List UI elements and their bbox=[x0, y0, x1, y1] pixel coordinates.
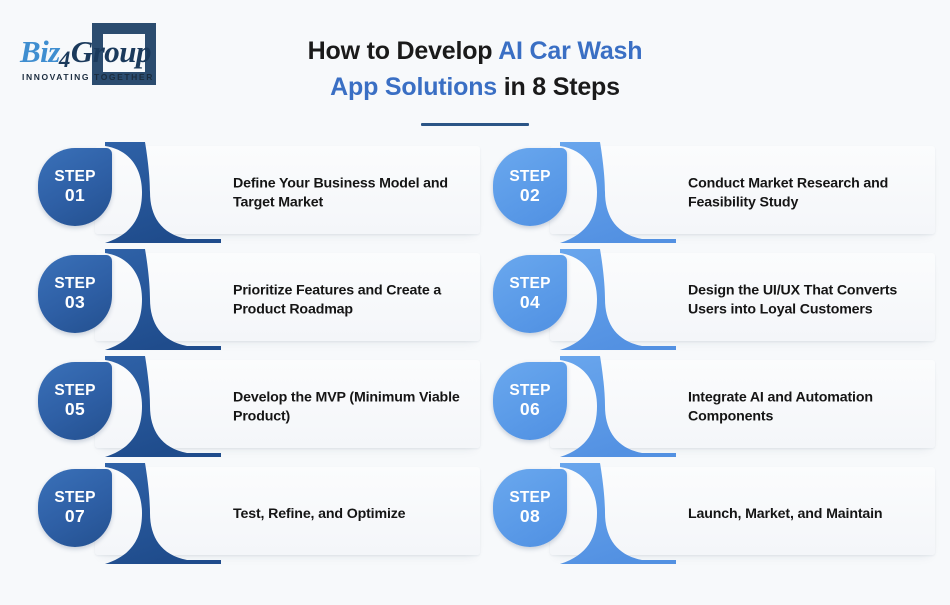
step-number: 01 bbox=[64, 185, 86, 206]
logo-word-group: Group bbox=[70, 34, 152, 69]
step-card-surface bbox=[550, 253, 935, 341]
step-card-surface bbox=[95, 360, 480, 448]
step-card-surface bbox=[550, 360, 935, 448]
title-highlight-first: AI Car Wash bbox=[498, 37, 643, 65]
step-number: 04 bbox=[519, 292, 541, 313]
step-description: Prioritize Features and Create a Product… bbox=[233, 281, 442, 318]
step-swoosh-decoration bbox=[556, 463, 676, 564]
step-description: Develop the MVP (Minimum Viable Product) bbox=[233, 388, 460, 425]
step-number: 06 bbox=[519, 399, 541, 420]
step-card-surface bbox=[550, 146, 935, 234]
step-swoosh-decoration bbox=[556, 142, 676, 243]
step-label: STEP bbox=[509, 382, 551, 399]
step-swoosh-decoration bbox=[556, 249, 676, 350]
title-lead: How to Develop bbox=[307, 37, 499, 65]
title-highlight-second: App Solutions bbox=[330, 72, 497, 101]
brand-logo: Biz4Group INNOVATING TOGETHER bbox=[20, 18, 180, 96]
step-label: STEP bbox=[54, 168, 96, 185]
step-swoosh-decoration bbox=[101, 249, 221, 350]
step-label: STEP bbox=[54, 382, 96, 399]
title-underline-accent bbox=[421, 123, 529, 126]
step-label: STEP bbox=[54, 489, 96, 506]
step-number: 03 bbox=[64, 292, 86, 313]
step-card-surface bbox=[95, 467, 480, 555]
step-description: Launch, Market, and Maintain bbox=[688, 505, 883, 522]
step-card-surface bbox=[95, 253, 480, 341]
step-swoosh-decoration bbox=[101, 356, 221, 457]
step-swoosh-decoration bbox=[101, 142, 221, 243]
title-tail: in 8 Steps bbox=[496, 72, 620, 101]
logo-word-biz: Biz bbox=[20, 34, 60, 69]
step-description: Design the UI/UX That Converts Users int… bbox=[688, 281, 898, 318]
step-description: Define Your Business Model and Target Ma… bbox=[233, 174, 448, 211]
logo-tagline: INNOVATING TOGETHER bbox=[22, 72, 154, 82]
step-label: STEP bbox=[509, 489, 551, 506]
step-number: 05 bbox=[64, 399, 86, 420]
logo-mark-notch bbox=[103, 34, 145, 72]
step-card-surface bbox=[550, 467, 935, 555]
step-swoosh-decoration bbox=[101, 463, 221, 564]
step-label: STEP bbox=[54, 275, 96, 292]
step-description: Test, Refine, and Optimize bbox=[233, 505, 406, 522]
step-number: 02 bbox=[519, 185, 541, 206]
step-number: 07 bbox=[64, 506, 86, 527]
infographic-header: Biz4Group INNOVATING TOGETHER How to Dev… bbox=[0, 0, 950, 132]
step-swoosh-decoration bbox=[556, 356, 676, 457]
step-card-surface bbox=[95, 146, 480, 234]
step-description: Conduct Market Research and Feasibility … bbox=[688, 174, 889, 211]
step-description: Integrate AI and Automation Components bbox=[688, 388, 873, 425]
step-label: STEP bbox=[509, 275, 551, 292]
logo-wordmark: Biz4Group bbox=[20, 34, 152, 72]
logo-word-four: 4 bbox=[58, 47, 71, 72]
step-number: 08 bbox=[519, 506, 541, 527]
step-label: STEP bbox=[509, 168, 551, 185]
